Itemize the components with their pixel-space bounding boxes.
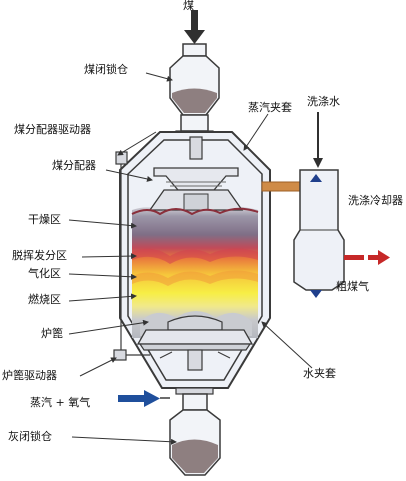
coal-label: 煤 bbox=[183, 0, 194, 12]
coal-distributor-shape bbox=[131, 136, 259, 216]
grate-driver-label: 炉篦驱动器 bbox=[2, 369, 57, 382]
grate-shape bbox=[136, 315, 254, 371]
coal-feed-arrow bbox=[184, 10, 205, 44]
gasification-zone-label: 气化区 bbox=[28, 267, 61, 280]
leader-lines bbox=[68, 72, 313, 445]
crude-gas-label: 粗煤气 bbox=[336, 280, 369, 293]
distributor-label: 煤分配器 bbox=[52, 159, 96, 172]
coal-lock-hopper-shape bbox=[169, 43, 220, 138]
ash-lock-label: 灰闭锁仓 bbox=[8, 430, 52, 443]
distributor-driver-label: 煤分配器驱动器 bbox=[14, 123, 91, 136]
steam-oxygen-arrow bbox=[118, 390, 170, 407]
crude-gas-pipe bbox=[261, 181, 305, 192]
ash-lock-hopper-shape bbox=[169, 387, 221, 476]
wash-water-label: 洗涤水 bbox=[307, 95, 340, 108]
scrubber-shape bbox=[293, 169, 390, 298]
coal-lock-label: 煤闭锁仓 bbox=[84, 63, 128, 76]
drying-zone-label: 干燥区 bbox=[28, 213, 61, 226]
scrubber-label: 洗涤冷却器 bbox=[348, 194, 403, 207]
devolatilization-zone-label: 脱挥发分区 bbox=[12, 249, 67, 262]
wash-water-arrow bbox=[313, 112, 323, 168]
steam-jacket-label: 蒸汽夹套 bbox=[248, 101, 292, 114]
steam-oxygen-label: 蒸汽 + 氧气 bbox=[30, 396, 91, 409]
grate-driver-shape bbox=[113, 349, 150, 361]
grate-label: 炉篦 bbox=[41, 327, 63, 340]
water-jacket-label: 水夹套 bbox=[303, 367, 336, 380]
combustion-zone-label: 燃烧区 bbox=[28, 293, 61, 306]
